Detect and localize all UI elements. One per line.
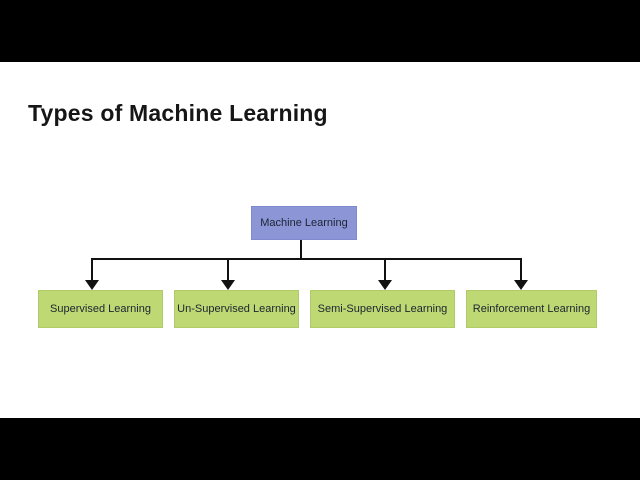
diagram-node-semisupervised-learning: Semi-Supervised Learning bbox=[310, 290, 455, 328]
letterbox-bottom-bar bbox=[0, 418, 640, 480]
diagram-node-supervised-learning: Supervised Learning bbox=[38, 290, 163, 328]
connector-horizontal-bus bbox=[91, 258, 522, 260]
node-label: Semi-Supervised Learning bbox=[317, 303, 448, 315]
connector-stem-unsupervised bbox=[227, 258, 229, 281]
node-label: Machine Learning bbox=[260, 217, 348, 229]
letterbox-top-bar bbox=[0, 0, 640, 62]
connector-stem-reinforcement bbox=[520, 258, 522, 281]
arrowhead-reinforcement-icon bbox=[514, 280, 528, 290]
node-label: Un-Supervised Learning bbox=[177, 303, 296, 315]
page-title: Types of Machine Learning bbox=[28, 100, 328, 126]
node-label: Supervised Learning bbox=[50, 303, 151, 315]
arrowhead-supervised-icon bbox=[85, 280, 99, 290]
arrowhead-unsupervised-icon bbox=[221, 280, 235, 290]
node-label: Reinforcement Learning bbox=[472, 303, 591, 315]
connector-root-stem bbox=[300, 240, 302, 259]
connector-stem-supervised bbox=[91, 258, 93, 281]
diagram-node-unsupervised-learning: Un-Supervised Learning bbox=[174, 290, 299, 328]
connector-stem-semisupervised bbox=[384, 258, 386, 281]
arrowhead-semisupervised-icon bbox=[378, 280, 392, 290]
diagram-node-reinforcement-learning: Reinforcement Learning bbox=[466, 290, 597, 328]
diagram-node-machine-learning: Machine Learning bbox=[251, 206, 357, 240]
